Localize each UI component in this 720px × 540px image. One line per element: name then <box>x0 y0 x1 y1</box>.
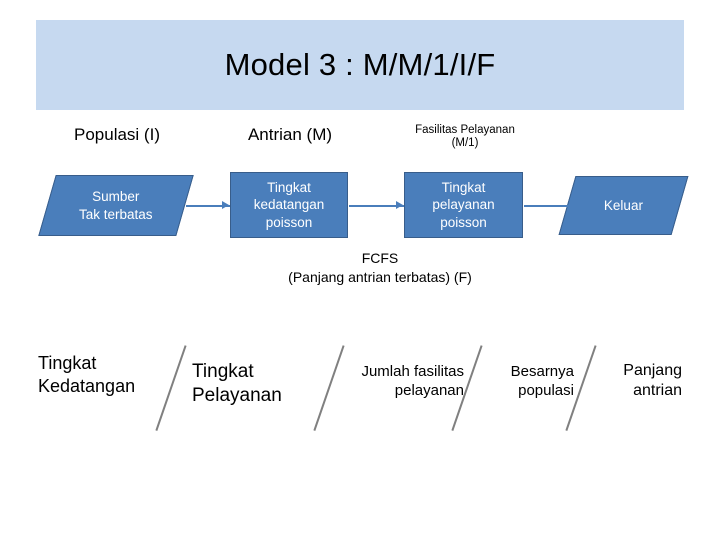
arrow-right-icon <box>396 201 403 209</box>
connector-kedatangan-to-pelayanan <box>349 205 404 207</box>
flow-node-sumber-line1: Sumber <box>92 188 140 204</box>
flow-node-sumber-line2: Tak terbatas <box>79 206 153 222</box>
legend-item-tingkat-kedatangan: Tingkat Kedatangan <box>38 352 158 398</box>
legend-item-panjang-antrian-line2: antrian <box>633 382 682 400</box>
legend-item-panjang-antrian-line1: Panjang <box>623 362 682 379</box>
legend-item-jumlah-fasilitas: Jumlah fasilitas pelayanan <box>334 362 464 400</box>
legend-item-tingkat-kedatangan-line1: Tingkat <box>38 353 97 373</box>
flow-node-kedatangan-line1: Tingkat <box>267 179 311 195</box>
flow-node-pelayanan-line1: Tingkat <box>441 179 486 195</box>
caption-populasi: Populasi (I) <box>74 125 160 144</box>
flow-node-kedatangan-label: Tingkat kedatangan poisson <box>254 179 325 232</box>
flow-node-pelayanan[interactable]: Tingkat pelayanan poisson <box>404 172 523 238</box>
flow-node-kedatangan-line3: poisson <box>265 214 313 230</box>
flow-node-pelayanan-label: Tingkat pelayanan poisson <box>432 179 494 232</box>
flow-node-keluar-label: Keluar <box>603 197 644 213</box>
caption-antrian: Antrian (M) <box>247 125 333 144</box>
caption-fasilitas-line1: Fasilitas Pelayanan <box>415 124 515 136</box>
legend-separator-slash <box>155 345 187 431</box>
flow-node-pelayanan-line3: poisson <box>440 214 487 230</box>
legend-item-jumlah-fasilitas-line2: pelayanan <box>394 382 464 400</box>
legend-item-jumlah-fasilitas-line1: Jumlah fasilitas <box>361 363 464 380</box>
caption-fasilitas-pelayanan: Fasilitas Pelayanan (M/1) <box>378 124 552 150</box>
title-banner: Model 3 : M/M/1/I/F <box>36 20 684 110</box>
legend-item-besarnya-populasi: Besarnya populasi <box>478 362 574 400</box>
legend-item-tingkat-pelayanan-line2: Pelayanan <box>192 385 282 407</box>
connector-sumber-to-kedatangan <box>186 205 230 207</box>
legend-item-tingkat-kedatangan-line2: Kedatangan <box>38 376 136 397</box>
flow-node-pelayanan-line2: pelayanan <box>432 197 495 213</box>
caption-fasilitas-line2: (M/1) <box>451 137 479 150</box>
page-title: Model 3 : M/M/1/I/F <box>224 47 496 82</box>
queue-discipline-line2: (Panjang antrian terbatas) (F) <box>288 268 472 285</box>
arrow-right-icon <box>222 201 229 209</box>
legend-item-tingkat-pelayanan-line1: Tingkat <box>192 361 254 382</box>
connector-pelayanan-to-keluar <box>524 205 572 207</box>
legend-item-tingkat-pelayanan: Tingkat Pelayanan <box>192 360 320 409</box>
flow-node-kedatangan-line2: kedatangan <box>253 197 325 213</box>
flow-node-sumber-label: Sumber Tak terbatas <box>79 188 153 223</box>
legend-item-besarnya-populasi-line1: Besarnya <box>510 363 574 380</box>
queue-discipline-caption: FCFS (Panjang antrian terbatas) (F) <box>190 249 570 287</box>
queue-discipline-line1: FCFS <box>361 250 399 266</box>
legend-item-panjang-antrian: Panjang antrian <box>592 361 682 402</box>
flow-node-keluar[interactable]: Keluar <box>558 176 689 235</box>
flow-node-kedatangan[interactable]: Tingkat kedatangan poisson <box>230 172 348 238</box>
legend-item-besarnya-populasi-line2: populasi <box>518 382 574 400</box>
flow-node-sumber[interactable]: Sumber Tak terbatas <box>38 175 194 236</box>
